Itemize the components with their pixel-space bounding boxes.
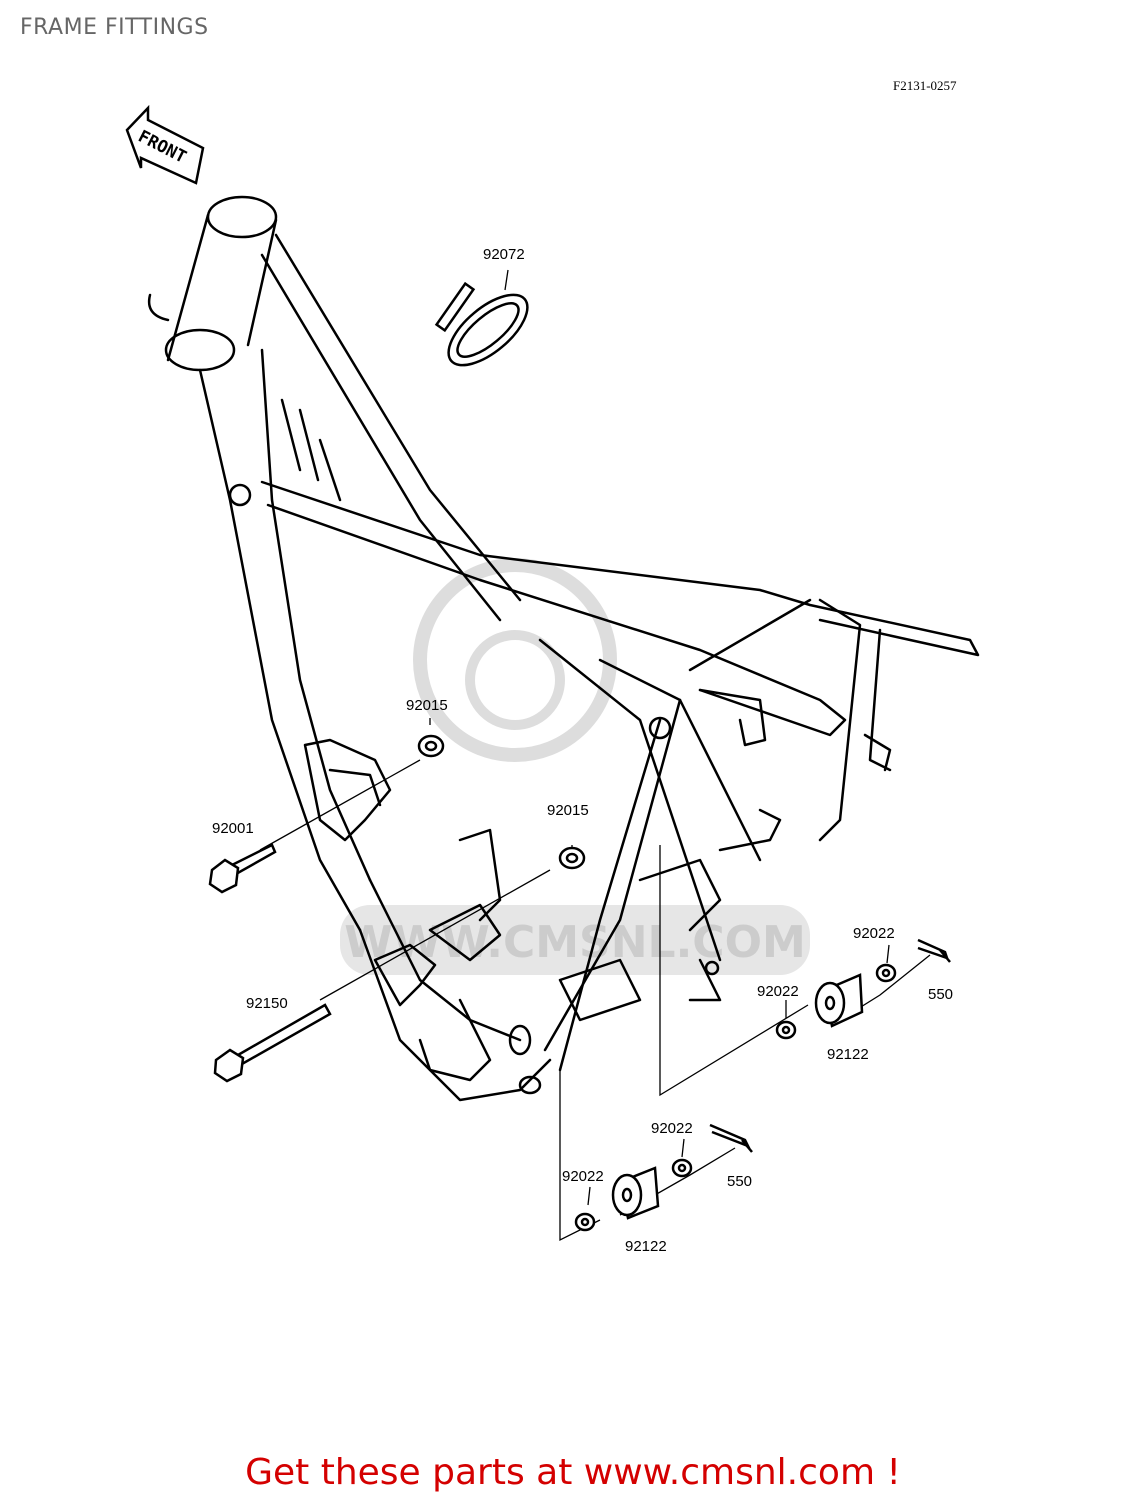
part-label-92022-b: 92022 [757,983,799,1000]
nut-92015-upper [417,734,445,758]
part-labels: 92072 92015 92015 92001 92150 92022 9202… [212,246,953,1255]
cotter-pin-550-right [917,938,951,963]
washer-92022-b [775,1020,797,1040]
cotter-pin-550-lower [709,1123,753,1153]
part-label-92015-upper: 92015 [406,697,448,714]
part-label-550-right: 550 [928,986,953,1003]
part-label-92001: 92001 [212,820,254,837]
part-label-550-lower: 550 [727,1173,752,1190]
part-label-92072: 92072 [483,246,525,263]
part-label-92122-lower: 92122 [625,1238,667,1255]
front-arrow-label: FRONT [135,127,190,168]
part-label-92022-d: 92022 [562,1168,604,1185]
rubber-mount-92122-lower [611,1166,660,1220]
diagram-code: F2131-0257 [893,78,957,93]
leader-lines [259,269,931,1242]
watermark-text: WWW.CMSNL.COM [344,917,806,968]
washer-92022-c [671,1158,693,1178]
rubber-mount-92122-right [814,973,864,1028]
part-label-92015-lower: 92015 [547,802,589,819]
bolt-92150 [213,1003,332,1083]
fittings [208,281,951,1232]
part-label-92122-right: 92122 [827,1046,869,1063]
call-to-action-link[interactable]: Get these parts at www.cmsnl.com ! [245,1452,901,1493]
frame-outline [147,195,980,1102]
page-title: FRAME FITTINGS [20,15,209,40]
washer-92022-a [875,963,897,983]
part-label-92150: 92150 [246,995,288,1012]
nut-92015-lower [558,846,586,870]
part-label-92022-a: 92022 [853,925,895,942]
bolt-92001 [208,843,277,894]
part-label-92022-c: 92022 [651,1120,693,1137]
cable-band-part [434,281,529,367]
watermark: WWW.CMSNL.COM [340,558,810,975]
washer-92022-d [574,1212,596,1232]
front-arrow: FRONT [125,104,205,185]
